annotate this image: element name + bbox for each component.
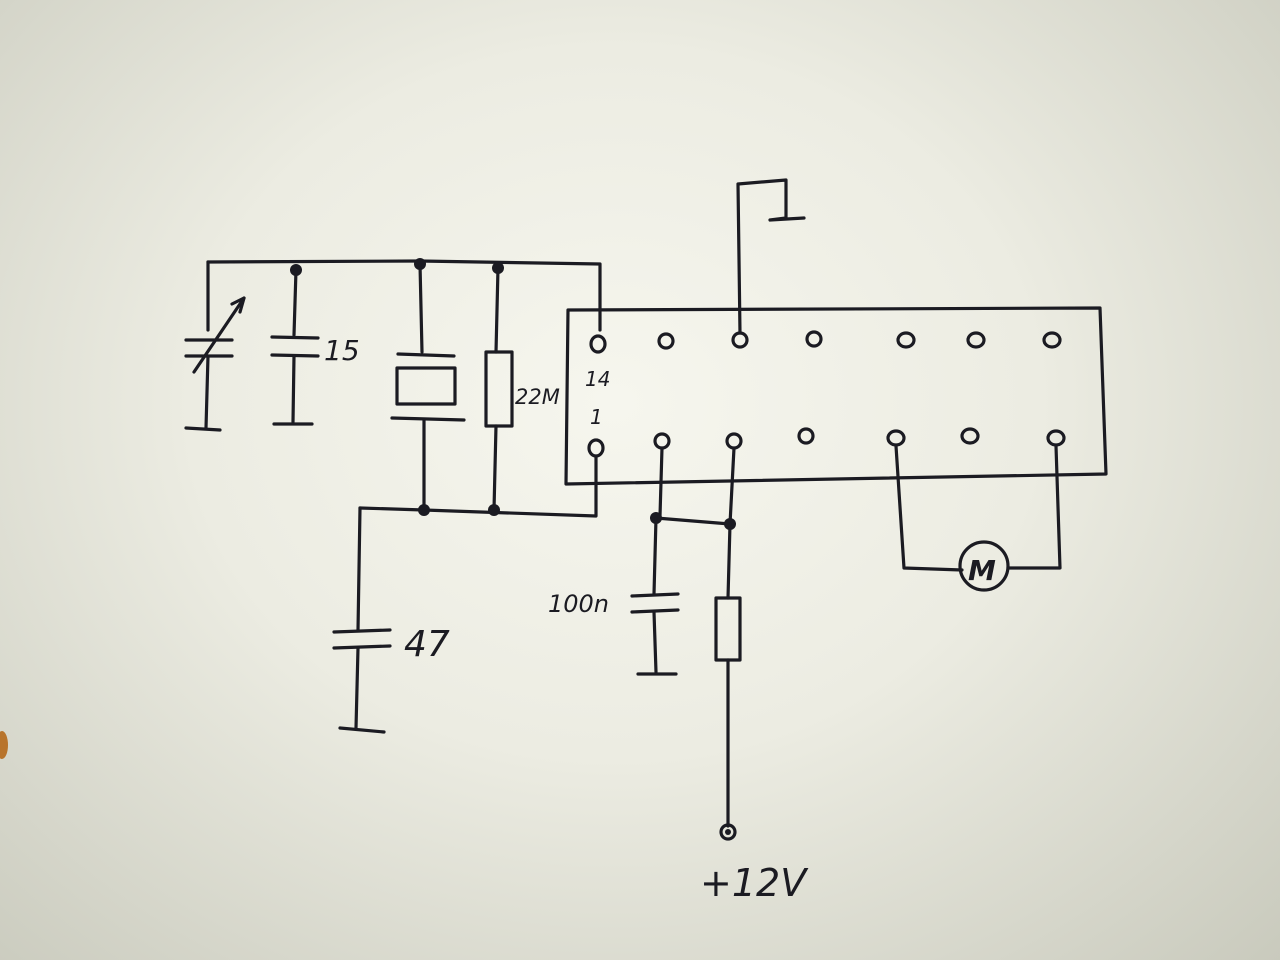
junction-dot — [418, 504, 430, 516]
bottom-rail-wire — [358, 456, 598, 518]
pin-flag-wire — [736, 178, 806, 335]
c3-value-label: 100n — [548, 590, 609, 618]
c1-value-label: 15 — [324, 334, 360, 367]
motor-left-wire — [894, 444, 964, 572]
ic-pin-1 — [587, 438, 605, 458]
capacitor-c2 — [332, 506, 392, 734]
supply-pin-wire — [658, 446, 664, 518]
supply-voltage-label: +12V — [700, 861, 809, 905]
ic-pin-14 — [589, 334, 607, 354]
capacitor-c1 — [270, 268, 320, 426]
pin-14-label: 14 — [585, 367, 610, 391]
crystal — [390, 262, 466, 512]
trimmer-capacitor — [184, 296, 246, 432]
resistor-r1 — [484, 266, 514, 512]
motor-right-wire — [1006, 444, 1062, 570]
top-rail-wire — [206, 259, 602, 332]
supply-bridge-wire — [654, 516, 732, 526]
supply-pin-wire — [728, 446, 736, 526]
paper-edge-mark — [0, 731, 8, 759]
supply-terminal — [719, 823, 737, 841]
junction-dot — [488, 504, 500, 516]
ic-top-pin-row — [589, 330, 1062, 354]
motor-label: M — [968, 554, 996, 587]
c2-value-label: 47 — [404, 624, 450, 665]
r1-value-label: 22M — [515, 385, 560, 409]
capacitor-c3 — [630, 516, 680, 676]
motor-symbol — [958, 540, 1010, 592]
ic-bottom-pin-row — [587, 427, 1066, 458]
pin-1-label: 1 — [590, 405, 603, 429]
ic-package — [564, 306, 1108, 486]
resistor-r2 — [714, 522, 742, 828]
